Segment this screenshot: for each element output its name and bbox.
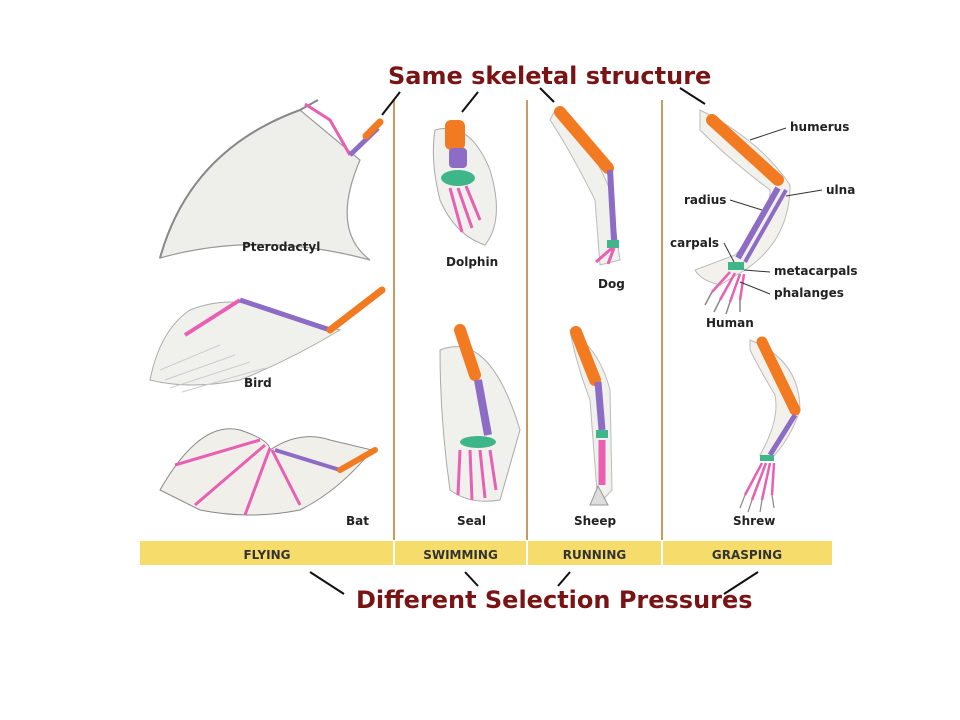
label-metacarpals: metacarpals bbox=[774, 264, 858, 278]
shrew-limb bbox=[739, 336, 801, 513]
dolphin-limb bbox=[432, 120, 497, 246]
pterodactyl-limb bbox=[159, 99, 384, 261]
label-humerus: humerus bbox=[790, 120, 850, 134]
label-dolphin: Dolphin bbox=[446, 255, 499, 269]
category-swimming: SWIMMING bbox=[423, 548, 498, 562]
label-pterodactyl: Pterodactyl bbox=[242, 240, 321, 254]
label-ulna: ulna bbox=[826, 183, 856, 197]
dog-limb bbox=[549, 106, 621, 266]
label-bird: Bird bbox=[244, 376, 272, 390]
category-running: RUNNING bbox=[562, 548, 627, 562]
label-bat: Bat bbox=[346, 514, 369, 528]
label-shrew: Shrew bbox=[733, 514, 776, 528]
label-seal: Seal bbox=[457, 514, 486, 528]
bat-limb bbox=[159, 428, 378, 516]
bone-pointer-lines bbox=[723, 127, 823, 295]
title-arrows bbox=[309, 87, 759, 595]
bird-limb bbox=[149, 286, 386, 393]
label-sheep: Sheep bbox=[574, 514, 617, 528]
label-human: Human bbox=[706, 316, 754, 330]
label-radius: radius bbox=[684, 193, 727, 207]
seal-limb bbox=[439, 324, 521, 502]
bottom-title: Different Selection Pressures bbox=[356, 586, 753, 614]
human-limb bbox=[694, 109, 791, 315]
top-title: Same skeletal structure bbox=[388, 62, 712, 90]
label-dog: Dog bbox=[598, 277, 625, 291]
category-flying: FLYING bbox=[243, 548, 291, 562]
category-banner bbox=[140, 541, 832, 565]
label-phalanges: phalanges bbox=[774, 286, 844, 300]
label-carpals: carpals bbox=[670, 236, 720, 250]
category-grasping: GRASPING bbox=[711, 548, 783, 562]
sheep-limb bbox=[569, 326, 613, 507]
